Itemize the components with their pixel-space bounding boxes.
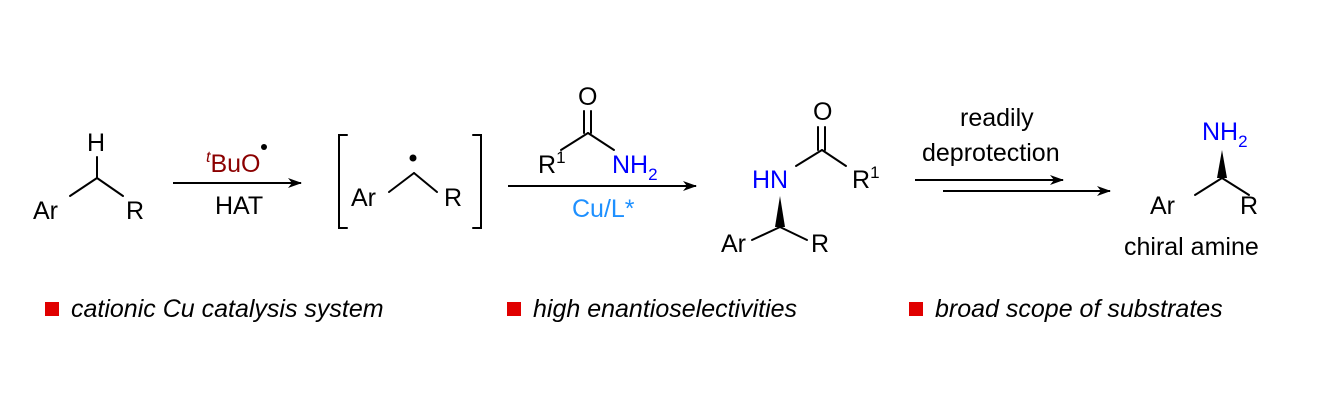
substrate: H Ar R xyxy=(33,129,144,225)
radical-ar-label: Ar xyxy=(351,184,376,212)
bullet-square-icon xyxy=(909,302,923,316)
tbuo-reagent: tBuO xyxy=(206,149,260,178)
substrate-ar-label: Ar xyxy=(33,197,58,225)
radical-r-bond xyxy=(413,172,438,193)
amide-nh-text: NH xyxy=(612,151,648,179)
bullet-enantioselectivity: high enantioselectivities xyxy=(507,294,798,323)
product-r-bond xyxy=(779,226,808,241)
bullet-scope: broad scope of substrates xyxy=(909,294,1223,323)
chiral-amine: NH2 Ar R chiral amine xyxy=(1124,118,1259,261)
hat-label: HAT xyxy=(215,192,263,220)
deprotection-line2: deprotection xyxy=(922,139,1060,167)
amide-o-label: O xyxy=(578,83,597,111)
bullet-square-icon xyxy=(507,302,521,316)
bullet-text: cationic Cu catalysis system xyxy=(71,294,384,323)
amine-nh-text: NH xyxy=(1202,118,1238,146)
product-cn-bond xyxy=(795,149,823,167)
radical-intermediate: Ar R xyxy=(338,134,482,229)
substrate-r-label: R xyxy=(126,197,144,225)
product-o-label: O xyxy=(813,98,832,126)
amine-ar-label: Ar xyxy=(1150,192,1175,220)
product-cr1-bond xyxy=(821,149,847,167)
amine-r-label: R xyxy=(1240,192,1258,220)
product-hn-label: HN xyxy=(752,166,788,194)
amide-r1-bond xyxy=(560,132,589,151)
arrow-coupling: Cu/L* xyxy=(508,181,697,223)
amine-r-bond xyxy=(1221,177,1250,196)
amide-r1-text: R xyxy=(538,151,556,179)
substrate-h-label: H xyxy=(87,129,105,157)
amine-wedge-bond xyxy=(1217,150,1227,178)
product-ar-label: Ar xyxy=(721,230,746,258)
product-r1-label: R1 xyxy=(852,163,880,194)
catalyst-label: Cu/L* xyxy=(572,195,635,223)
product-r1-text: R xyxy=(852,166,870,194)
radical-dot xyxy=(409,154,417,162)
product-r-label: R xyxy=(811,230,829,258)
radical-ar-bond xyxy=(388,172,415,193)
amine-nh2-subscript: 2 xyxy=(1238,132,1247,151)
product-amide: O HN R1 Ar R xyxy=(721,98,880,258)
radical-r-label: R xyxy=(444,184,462,212)
product-ar-bond xyxy=(751,226,781,241)
substrate-ar-bond xyxy=(69,177,98,197)
bullet-text: broad scope of substrates xyxy=(935,294,1223,323)
substrate-r-bond xyxy=(96,177,124,197)
arrow-deprotection: readily deprotection xyxy=(915,104,1111,196)
tbuo-radical-dot xyxy=(261,144,267,150)
amine-nh2-label: NH2 xyxy=(1202,118,1248,151)
amide-n-bond xyxy=(587,132,615,151)
tbuo-label: BuO xyxy=(210,150,260,178)
bullet-text: high enantioselectivities xyxy=(533,294,798,323)
amide-r1-superscript: 1 xyxy=(556,148,565,167)
arrow-hat: tBuO HAT xyxy=(173,144,302,220)
amide-nh2-label: NH2 xyxy=(612,151,658,184)
right-bracket xyxy=(472,134,482,229)
product-r1-superscript: 1 xyxy=(870,163,879,182)
amine-caption: chiral amine xyxy=(1124,233,1259,261)
bullet-catalysis: cationic Cu catalysis system xyxy=(45,294,384,323)
left-bracket xyxy=(338,134,348,229)
amide-nh2-subscript: 2 xyxy=(648,165,657,184)
tbuo-superscript: t xyxy=(206,149,211,166)
deprotection-line1: readily xyxy=(960,104,1034,132)
bullet-square-icon xyxy=(45,302,59,316)
amide-reagent: O R1 NH2 xyxy=(538,83,658,184)
product-wedge-bond xyxy=(775,196,785,227)
amide-r1-label: R1 xyxy=(538,148,566,179)
amine-ar-bond xyxy=(1194,177,1223,196)
